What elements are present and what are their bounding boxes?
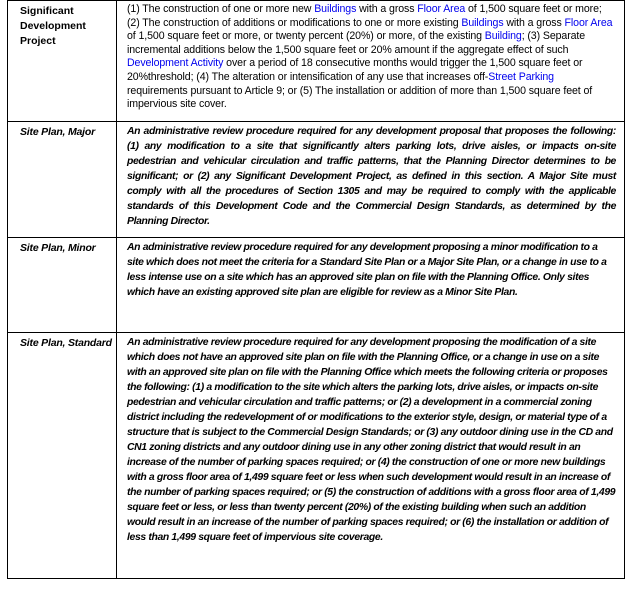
definition-link[interactable]: Buildings bbox=[461, 16, 504, 29]
term-cell: Site Plan, Minor bbox=[7, 237, 117, 333]
definitions-table: Significant Development Project (1) The … bbox=[7, 0, 625, 579]
table-row: Site Plan, Minor An administrative revie… bbox=[7, 237, 625, 333]
definition-cell: An administrative review procedure requi… bbox=[116, 121, 625, 238]
definition-link[interactable]: Floor Area bbox=[564, 16, 613, 29]
definition-link[interactable]: Street Parking bbox=[488, 70, 554, 83]
term-cell: Significant Development Project bbox=[7, 0, 117, 122]
definition-text: requirements pursuant to Article 9; or (… bbox=[127, 84, 593, 111]
table-row: Site Plan, Standard An administrative re… bbox=[7, 332, 625, 579]
table-row: Site Plan, Major An administrative revie… bbox=[7, 121, 625, 238]
definition-text: over a period of 18 consecutive months w… bbox=[127, 57, 583, 83]
definition-link[interactable]: Floor Area bbox=[417, 3, 466, 15]
definition-text: with a gross bbox=[356, 3, 418, 15]
definition-link[interactable]: Building bbox=[484, 30, 522, 43]
table-row: Significant Development Project (1) The … bbox=[7, 0, 625, 122]
definition-cell: An administrative review procedure requi… bbox=[116, 332, 625, 579]
definition-cell: An administrative review procedure requi… bbox=[116, 237, 625, 333]
term-cell: Site Plan, Major bbox=[7, 121, 117, 238]
definition-cell: (1) The construction of one or more new … bbox=[116, 0, 625, 122]
definition-text: ; (3) Separate incremental additions bel… bbox=[127, 30, 586, 56]
definition-link[interactable]: Development Activity bbox=[127, 57, 224, 70]
definition-text: of 1,500 square feet or more; (2) The co… bbox=[127, 3, 602, 29]
definition-text: with a gross bbox=[503, 16, 565, 29]
term-cell: Site Plan, Standard bbox=[7, 332, 117, 579]
definition-text: of 1,500 square feet or more, or twenty … bbox=[127, 30, 485, 43]
definition-text: (1) The construction of one or more new bbox=[127, 3, 315, 15]
definition-link[interactable]: Buildings bbox=[314, 3, 357, 15]
